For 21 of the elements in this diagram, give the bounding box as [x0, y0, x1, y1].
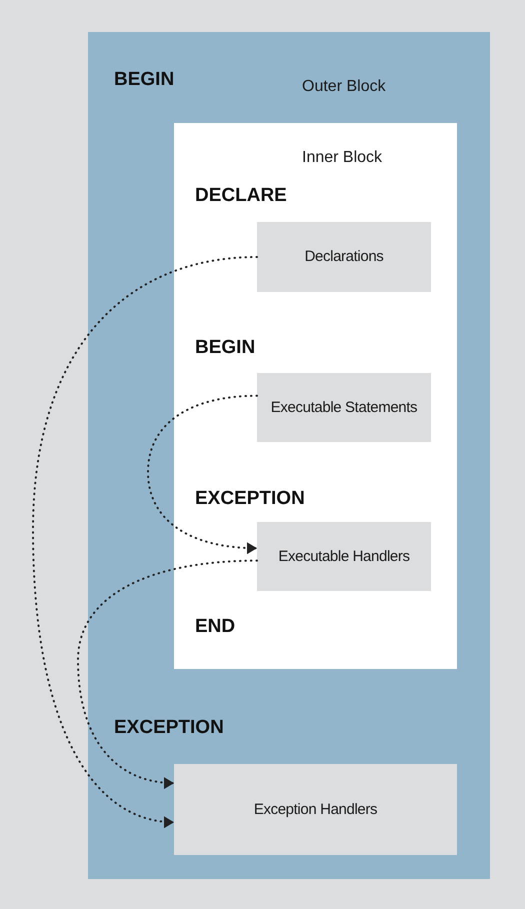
keyword-label: END: [195, 615, 236, 639]
outer-block-panel: [88, 32, 490, 879]
section-box: [257, 373, 431, 442]
section-box: [257, 222, 431, 292]
dotted-arrow: [77, 560, 258, 788]
dotted-arrow: [32, 256, 258, 828]
section-label: Exception Handlers: [254, 800, 378, 820]
block-title: Outer Block: [302, 77, 386, 97]
section-label: Declarations: [304, 247, 384, 267]
dotted-arrow: [147, 394, 258, 554]
block-title: Inner Block: [302, 148, 382, 168]
keyword-label: DECLARE: [195, 184, 287, 208]
inner-block-panel: [174, 123, 457, 669]
keyword-label: BEGIN: [114, 68, 174, 92]
section-box: [174, 764, 457, 855]
keyword-label: EXCEPTION: [195, 487, 305, 511]
section-label: Executable Handlers: [278, 546, 410, 566]
section-label: Executable Statements: [270, 398, 418, 418]
section-box: [257, 522, 431, 591]
keyword-label: BEGIN: [195, 336, 256, 360]
keyword-label: EXCEPTION: [114, 716, 224, 740]
